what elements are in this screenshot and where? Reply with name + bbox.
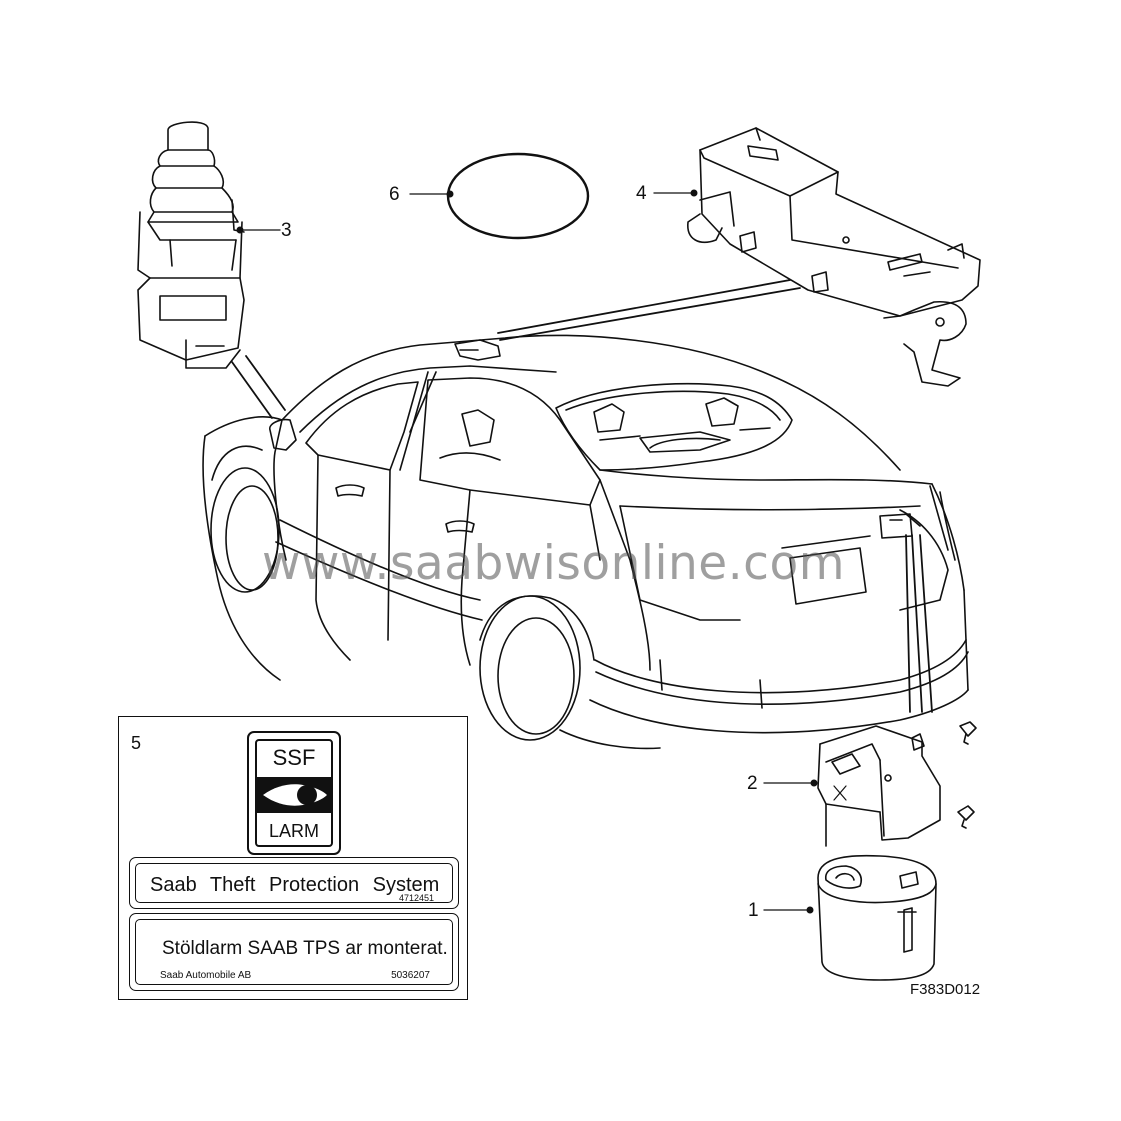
- figure-code: F383D012: [910, 981, 981, 998]
- ssf-badge-inner: SSF LARM: [255, 739, 333, 847]
- siren-unit: [817, 854, 937, 981]
- siren-bracket: [817, 721, 977, 847]
- callout-2: 2: [747, 773, 758, 794]
- label-panel: 5 SSF LARM Saab Theft Protection System …: [118, 716, 468, 1000]
- leader-lines: [231, 189, 933, 914]
- door-lock-sensor: [137, 121, 245, 369]
- stoldlarm-sticker-inner: Stöldlarm SAAB TPS ar monterat. Saab Aut…: [135, 919, 453, 985]
- alarm-control-module: [687, 127, 981, 387]
- car-outline: [202, 334, 969, 750]
- watermark-text: www.saabwisonline.com: [262, 536, 846, 591]
- callout-5: 5: [131, 733, 142, 753]
- callout-4: 4: [636, 183, 647, 204]
- eye-icon: [263, 784, 327, 806]
- callout-1: 1: [748, 900, 759, 921]
- stoldlarm-part-number: 5036207: [391, 970, 430, 981]
- ssf-badge-bottom-text: LARM: [268, 821, 319, 841]
- o-ring: [446, 152, 590, 240]
- ssf-larm-badge: SSF LARM: [247, 731, 341, 855]
- theft-protection-sticker: Saab Theft Protection System 4712451: [129, 857, 459, 909]
- theft-protection-part-number: 4712451: [398, 893, 434, 903]
- theft-protection-text: Saab Theft Protection System: [150, 874, 440, 896]
- callout-3: 3: [281, 220, 292, 241]
- ssf-badge-top-text: SSF: [272, 745, 316, 770]
- callout-6: 6: [389, 184, 400, 205]
- theft-protection-sticker-inner: Saab Theft Protection System 4712451: [135, 863, 453, 903]
- ssf-eye-band: [257, 777, 331, 813]
- stoldlarm-sticker: Stöldlarm SAAB TPS ar monterat. Saab Aut…: [129, 913, 459, 991]
- stoldlarm-text: Stöldlarm SAAB TPS ar monterat.: [162, 938, 448, 959]
- stoldlarm-maker: Saab Automobile AB: [160, 970, 252, 981]
